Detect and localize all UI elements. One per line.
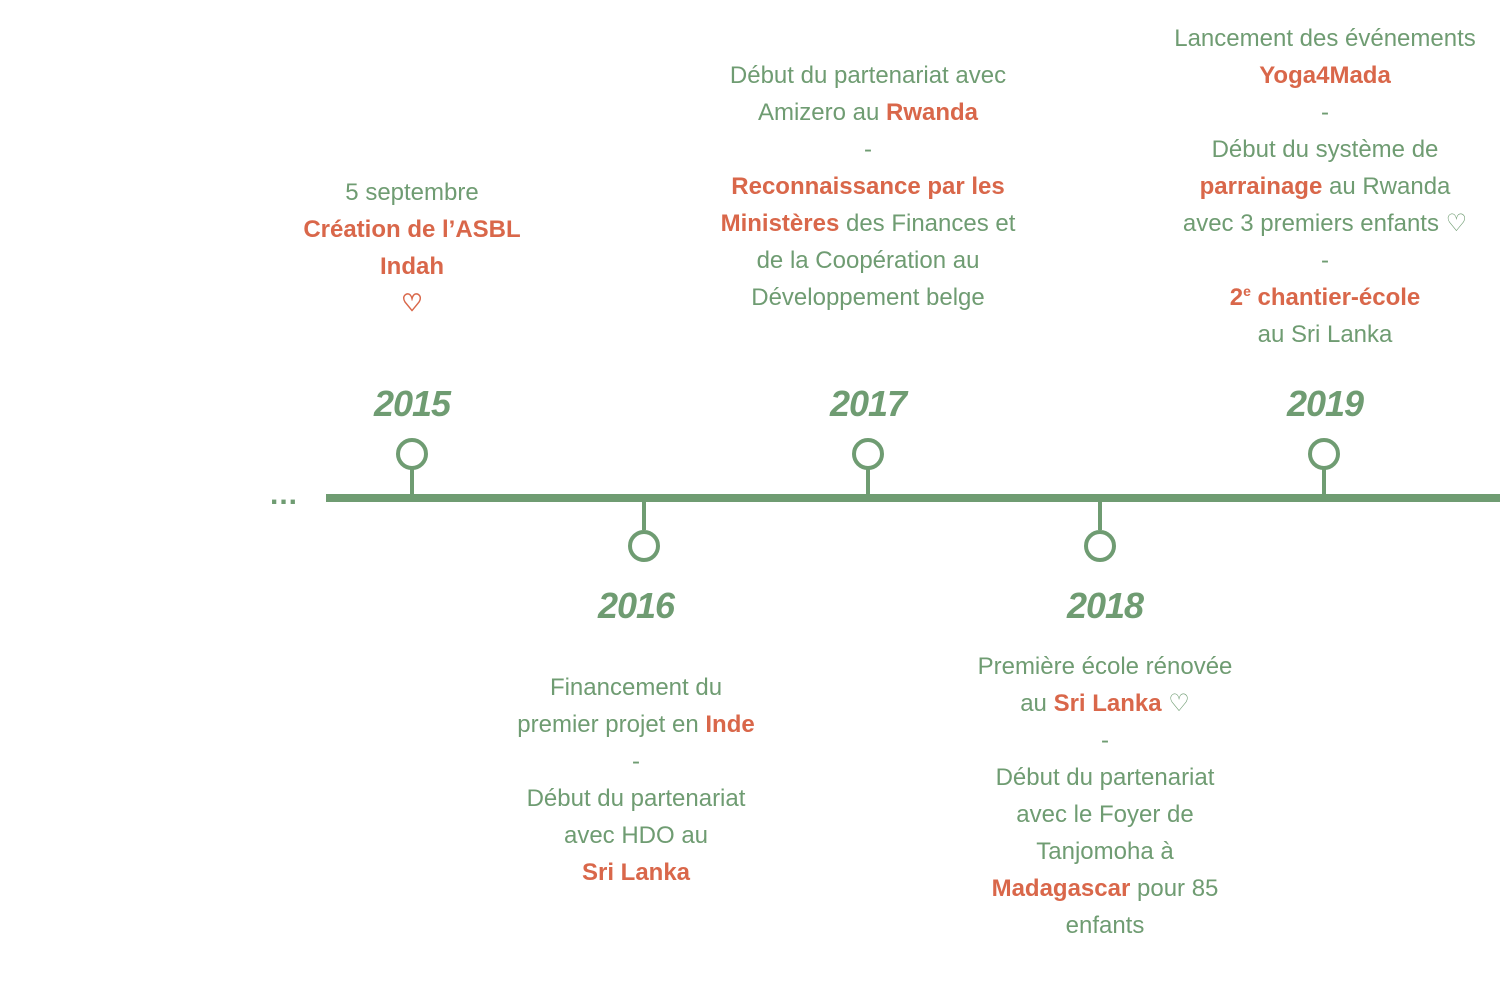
text-segment: au [1020, 690, 1054, 717]
description-line: - [1145, 242, 1500, 279]
text-segment: - [1321, 247, 1329, 274]
text-segment: Première école rénovée [977, 653, 1233, 680]
description-line: Début du partenariat [456, 780, 816, 817]
event-year: 2019 [1286, 383, 1364, 424]
description-line: au Sri Lanka ♡ [925, 685, 1285, 722]
description-line: avec 3 premiers enfants ♡ [1145, 205, 1500, 242]
text-segment: au Sri Lanka [1257, 321, 1393, 348]
description-line: Reconnaissance par les [688, 168, 1048, 205]
description-line: Sri Lanka [456, 854, 816, 891]
text-segment: Début du partenariat avec [729, 62, 1007, 89]
description-line: ♡ [232, 285, 592, 322]
text-segment: Début du partenariat [526, 785, 746, 812]
description-line: - [456, 743, 816, 780]
timeline-node-circle [1308, 438, 1340, 470]
highlight-text: Rwanda [886, 99, 979, 126]
event-year: 2018 [1066, 585, 1144, 626]
text-segment: Début du système de [1211, 136, 1439, 163]
text-segment: Début du partenariat [995, 764, 1215, 791]
description-line: enfants [925, 907, 1285, 944]
event-year: 2017 [829, 383, 907, 424]
highlight-text: Ministères [720, 210, 840, 237]
text-segment: premier projet en [517, 711, 706, 738]
description-line: parrainage au Rwanda [1145, 168, 1500, 205]
text-segment: avec le Foyer de [1016, 801, 1194, 828]
timeline-node-circle [852, 438, 884, 470]
text-segment: des Finances et [839, 210, 1016, 237]
timeline-stem [866, 468, 870, 498]
text-segment: - [632, 748, 640, 775]
timeline-node-circle [1084, 530, 1116, 562]
event-year: 2016 [597, 585, 675, 626]
highlight-text: 2 [1229, 284, 1244, 311]
timeline-node-circle [628, 530, 660, 562]
text-segment: Tanjomoha à [1036, 838, 1174, 865]
event-description: Financement du premier projet en Inde - Déb… [456, 669, 816, 891]
heart-icon: ♡ [401, 290, 423, 317]
text-segment: de la Coopération au [756, 247, 980, 274]
highlight-text: Indah [380, 253, 444, 280]
description-line: Ministères des Finances et [688, 205, 1048, 242]
timeline-stem [410, 468, 414, 498]
text-segment: avec 3 premiers enfants ♡ [1182, 210, 1468, 237]
highlight-text: e [1243, 283, 1251, 299]
text-segment: avec HDO au [563, 822, 709, 849]
highlight-text: Yoga4Mada [1259, 62, 1391, 89]
text-segment: Lancement des événements [1174, 25, 1476, 52]
highlight-text: Madagascar [991, 875, 1131, 902]
highlight-text: chantier-école [1250, 284, 1421, 311]
description-line: 5 septembre [232, 174, 592, 211]
timeline-stem [1322, 468, 1326, 498]
description-line: Lancement des événements [1145, 20, 1500, 57]
event-year: 2015 [373, 383, 451, 424]
highlight-text: Sri Lanka [1053, 690, 1162, 717]
highlight-text: Inde [705, 711, 755, 738]
description-line: Amizero au Rwanda [688, 94, 1048, 131]
description-line: Yoga4Mada [1145, 57, 1500, 94]
highlight-text: parrainage [1199, 173, 1323, 200]
text-segment: Développement belge [751, 284, 985, 311]
text-segment: Financement du [549, 674, 723, 701]
description-line: Début du système de [1145, 131, 1500, 168]
highlight-text: Création de l’ASBL [303, 216, 521, 243]
description-line: Financement du [456, 669, 816, 706]
text-segment: - [1101, 727, 1109, 754]
heart-icon: ♡ [1161, 690, 1190, 717]
timeline-node-circle [396, 438, 428, 470]
timeline-stem [1098, 500, 1102, 530]
event-description: Première école rénovée au Sri Lanka ♡ - Déb… [925, 648, 1285, 944]
description-line: - [1145, 94, 1500, 131]
description-line: Tanjomoha à [925, 833, 1285, 870]
description-line: Création de l’ASBL [232, 211, 592, 248]
highlight-text: Sri Lanka [581, 859, 691, 886]
description-line: Début du partenariat avec [688, 57, 1048, 94]
text-segment: 5 septembre [345, 179, 479, 206]
description-line: avec HDO au [456, 817, 816, 854]
highlight-text: Reconnaissance par les [731, 173, 1005, 200]
text-segment: pour 85 [1130, 875, 1219, 902]
text-segment: - [864, 136, 872, 163]
description-line: Première école rénovée [925, 648, 1285, 685]
timeline-axis [326, 494, 1500, 502]
description-line: premier projet en Inde [456, 706, 816, 743]
description-line: Madagascar pour 85 [925, 870, 1285, 907]
description-line: au Sri Lanka [1145, 316, 1500, 353]
description-line: - [925, 722, 1285, 759]
text-segment: au Rwanda [1322, 173, 1451, 200]
description-line: Développement belge [688, 279, 1048, 316]
description-line: - [688, 131, 1048, 168]
description-line: Indah [232, 248, 592, 285]
description-line: 2e chantier-école [1145, 279, 1500, 316]
timeline-stem [642, 500, 646, 530]
text-segment: Amizero au [757, 99, 887, 126]
description-line: Début du partenariat [925, 759, 1285, 796]
text-segment: enfants [1065, 912, 1145, 939]
text-segment: - [1321, 99, 1329, 126]
description-line: de la Coopération au [688, 242, 1048, 279]
description-line: avec le Foyer de [925, 796, 1285, 833]
ellipsis: ... [270, 478, 299, 511]
